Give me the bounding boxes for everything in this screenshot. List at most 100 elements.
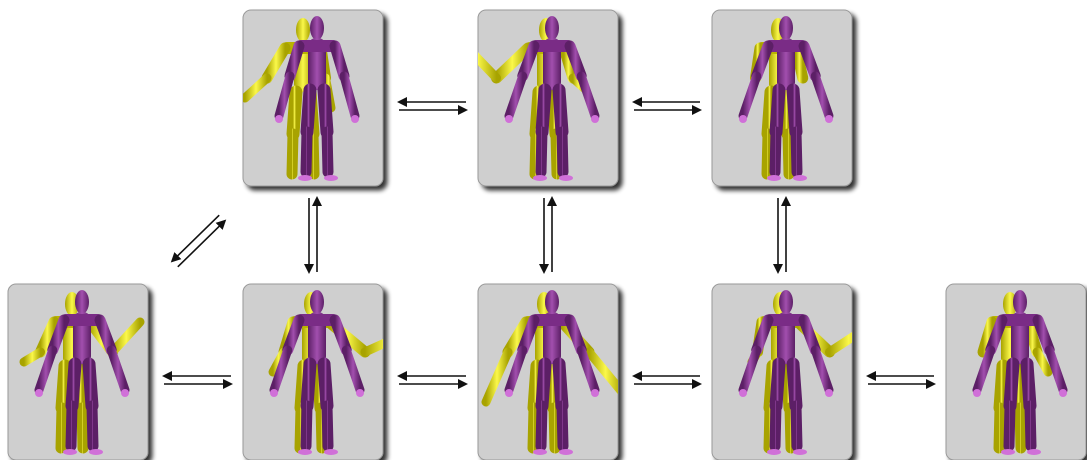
transition-t2-b2 [544,198,552,272]
figure-shin-right [327,406,328,446]
figure-shin-right [796,406,797,446]
figure-hand-left [505,115,513,123]
figure-thigh-left [1000,366,1003,408]
figure-foot-right [324,175,338,181]
pose-tile-b1 [243,284,409,460]
figure-foot-left [533,449,547,455]
figure-shin-right [82,408,83,448]
figure-hand-right [356,389,364,397]
figure-hand-left [270,389,278,397]
figure-head [779,16,793,40]
figure-shin-left [775,406,776,446]
figure-hand-left [739,115,747,123]
figure-shin-right [788,134,789,174]
figure-thigh-left [542,364,545,406]
figure-thigh-right [793,90,796,132]
figure-shin-left [775,132,776,172]
figure-shin-left [767,134,768,174]
figure-thigh-right [89,364,92,406]
transition-t1-b0 [172,215,225,267]
figure-hand-right [351,115,359,123]
transition-b1-b2 [399,376,466,384]
figure-shin-right [796,132,797,172]
arrow-backward [178,221,225,267]
figure-thigh-left [62,366,65,408]
figure-shin-right [562,132,563,172]
figure-foot-right [89,449,103,455]
figure-shin-left [541,132,542,172]
figure-hand-right [121,389,129,397]
transition-t3-b3 [778,198,786,272]
pose-tile-b0 [8,284,148,460]
figure-hand-left [973,389,981,397]
figure-shin-right [92,406,93,446]
figure-foot-left [298,449,312,455]
figure-foot-left [533,175,547,181]
figure-head [310,16,324,40]
arrow-forward [172,215,219,261]
figure-head [1013,290,1027,314]
figure-shin-right [313,134,314,174]
figure-hand-right [591,115,599,123]
figure-shin-left [71,406,72,446]
figure-head [545,290,559,314]
pose-tile-t2 [458,10,618,186]
figure-foot-left [298,175,312,181]
figure-thigh-right [324,90,327,132]
figure-thigh-left [72,364,75,406]
figure-shin-left [533,408,534,448]
figure-hand-left [275,115,283,123]
transition-t1-t2 [399,102,466,110]
pose-tile-t3 [712,10,852,186]
figure-hand-right [591,389,599,397]
figure-shin-right [554,408,555,448]
figure-hand-right [825,115,833,123]
figure-foot-right [559,175,573,181]
figure-foot-right [793,449,807,455]
figure-thigh-right [324,364,327,406]
figure-head [296,18,310,42]
figure-thigh-left [542,90,545,132]
figure-shin-left [999,408,1000,448]
figure-thigh-right [1027,364,1030,406]
figure-thigh-left [776,90,779,132]
figure-shin-left [292,134,293,174]
pose-tile-t1 [243,10,383,186]
figure-shin-right [562,406,563,446]
figure-shin-left [306,132,307,172]
pose-tiles [8,10,1086,460]
figure-hand-right [1059,389,1067,397]
figure-shin-left [61,408,62,448]
transition-b3-b4 [868,376,934,384]
figure-foot-left [767,449,781,455]
figure-hand-left [739,389,747,397]
transition-t2-t3 [634,102,700,110]
figure-hand-left [35,389,43,397]
figure-thigh-left [776,364,779,406]
figure-shin-right [1030,406,1031,446]
figure-shin-left [1009,406,1010,446]
figure-foot-right [324,449,338,455]
figure-shin-right [1020,408,1021,448]
transition-b2-b3 [634,376,700,384]
figure-thigh-left [293,92,296,134]
figure-head [310,290,324,314]
figure-foot-left [767,175,781,181]
figure-shin-left [306,406,307,446]
figure-foot-left [63,449,77,455]
figure-hand-left [505,389,513,397]
transition-b0-b1 [164,376,231,384]
figure-thigh-right [793,364,796,406]
figure-head [545,16,559,40]
pose-tile-b4 [946,284,1086,460]
figure-head [75,290,89,314]
figure-shin-left [541,406,542,446]
figure-head [779,290,793,314]
pose-tile-b2 [478,284,622,460]
figure-shin-right [327,132,328,172]
figure-hand-right [825,389,833,397]
figure-thigh-left [307,90,310,132]
figure-thigh-right [559,90,562,132]
